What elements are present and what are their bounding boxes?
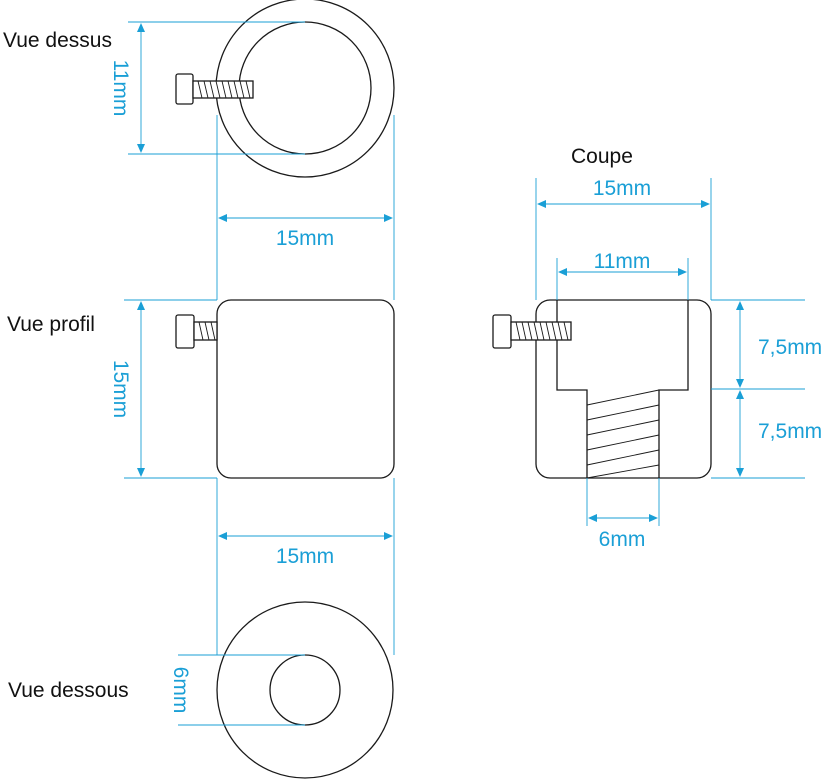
- dim-text-section-bore: 11mm: [594, 250, 651, 273]
- section-thread-lines: [586, 389, 660, 479]
- dim-profile-15h-arrow-right: [384, 532, 393, 540]
- dim-text-section-lower: 7,5mm: [758, 420, 822, 443]
- dim-section-75-lower-arrow-up: [736, 390, 744, 399]
- dim-section-75-upper-arrow-down: [736, 379, 744, 388]
- section-bore-outline: [556, 300, 689, 478]
- bottom-hole-circle: [269, 654, 341, 726]
- top-screw-thread: [197, 80, 251, 99]
- dim-top-11-arrow-up: [137, 23, 145, 32]
- bottom-outer-circle: [216, 601, 394, 779]
- label-bottom-view: Vue dessous: [8, 679, 129, 702]
- dim-profile-15h-arrow-left: [218, 532, 227, 540]
- label-section-view: Coupe: [571, 145, 633, 168]
- top-screw: [175, 73, 254, 105]
- section-screw-head: [492, 314, 512, 349]
- dim-profile-15-arrow-down: [137, 468, 145, 477]
- section-view: [492, 299, 712, 479]
- dim-section-6-arrow-right: [649, 514, 658, 522]
- section-screw: [492, 314, 572, 349]
- profile-screw: [175, 314, 218, 349]
- top-screw-head: [175, 73, 194, 105]
- dim-text-section-thread: 6mm: [599, 528, 646, 551]
- dim-top-15-arrow-right: [384, 214, 393, 222]
- dim-section-15-arrow-left: [537, 200, 546, 208]
- label-top-view: Vue dessus: [3, 29, 112, 52]
- dim-top-11-arrow-down: [137, 144, 145, 153]
- profile-screw-head: [175, 314, 195, 349]
- top-inner-circle: [238, 21, 372, 155]
- dim-section-11-arrow-right: [678, 268, 687, 276]
- section-screw-shank: [510, 321, 572, 341]
- dim-section-15-arrow-right: [701, 200, 710, 208]
- section-screw-thread: [515, 321, 569, 341]
- dim-text-section-width: 15mm: [593, 177, 651, 200]
- dim-section-11-arrow-left: [558, 268, 567, 276]
- profile-screw-thread: [198, 321, 216, 341]
- dim-profile-15-arrow-up: [137, 301, 145, 310]
- dim-text-profile-height: 15mm: [109, 360, 132, 418]
- bottom-view: [216, 601, 394, 779]
- dim-text-section-upper: 7,5mm: [758, 336, 822, 359]
- profile-view: [175, 299, 395, 479]
- top-screw-shank: [192, 80, 254, 99]
- dimension-lines: [124, 21, 805, 726]
- label-profile-view: Vue profil: [7, 313, 95, 336]
- dim-text-top-width: 15mm: [276, 227, 334, 250]
- dim-text-top-inner: 11mm: [109, 60, 132, 117]
- top-view: [175, 0, 395, 178]
- profile-body: [216, 299, 395, 479]
- dim-section-75-lower-arrow-down: [736, 468, 744, 477]
- dim-text-profile-width: 15mm: [276, 545, 334, 568]
- dim-section-75-upper-arrow-up: [736, 301, 744, 310]
- dim-text-bottom-hole: 6mm: [169, 667, 192, 714]
- dim-section-6-arrow-left: [588, 514, 597, 522]
- dim-top-15-arrow-left: [218, 214, 227, 222]
